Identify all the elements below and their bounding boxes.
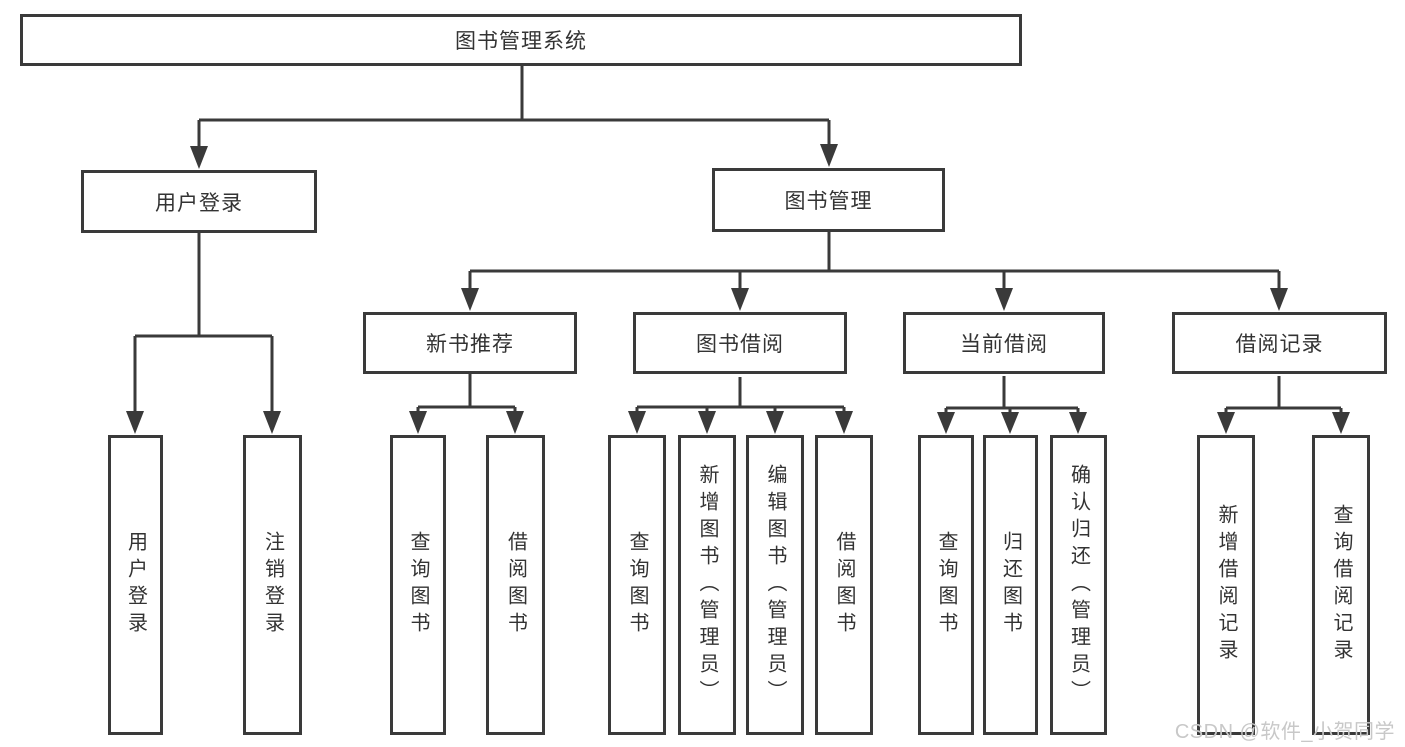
connector-newbooks-to-children — [409, 374, 524, 434]
leaf-user-login: 用户登录 — [108, 435, 163, 735]
leaf-add-borrow-record: 新增借阅记录 — [1197, 435, 1255, 735]
node-root-label: 图书管理系统 — [455, 30, 587, 53]
node-new-book-recommend: 新书推荐 — [363, 312, 577, 374]
leaf-borrow-books-recommend: 借阅图书 — [486, 435, 545, 735]
node-user-login-label: 用户登录 — [155, 191, 243, 215]
leaf-query-books-borrow: 查询图书 — [608, 435, 666, 735]
leaf-return-books: 归还图书 — [983, 435, 1038, 735]
node-book-borrow: 图书借阅 — [633, 312, 847, 374]
leaf-query-books-current: 查询图书 — [918, 435, 974, 735]
node-current-borrow-label: 当前借阅 — [960, 333, 1048, 356]
node-book-management: 图书管理 — [712, 168, 945, 232]
leaf-confirm-return-admin-label: 确认归还（管理员） — [1067, 463, 1090, 707]
leaf-add-books-admin: 新增图书（管理员） — [678, 435, 736, 735]
leaf-add-books-admin-label: 新增图书（管理员） — [696, 463, 718, 707]
leaf-borrow-books-label: 借阅图书 — [833, 531, 855, 639]
leaf-query-books-borrow-label: 查询图书 — [626, 531, 648, 639]
node-borrow-records: 借阅记录 — [1172, 312, 1387, 374]
leaf-borrow-books: 借阅图书 — [815, 435, 873, 735]
leaf-logout-label: 注销登录 — [261, 531, 284, 639]
node-current-borrow: 当前借阅 — [903, 312, 1105, 374]
connector-bookmgmt-to-level2 — [461, 232, 1288, 311]
node-new-book-recommend-label: 新书推荐 — [426, 333, 514, 356]
leaf-borrow-books-recommend-label: 借阅图书 — [504, 531, 527, 639]
node-root: 图书管理系统 — [20, 14, 1022, 66]
leaf-return-books-label: 归还图书 — [999, 531, 1022, 639]
connector-root-to-level1 — [190, 66, 838, 169]
leaf-edit-books-admin-label: 编辑图书（管理员） — [764, 463, 786, 707]
leaf-edit-books-admin: 编辑图书（管理员） — [746, 435, 804, 735]
connector-current-to-children — [937, 376, 1087, 434]
node-book-management-label: 图书管理 — [784, 190, 873, 213]
leaf-query-borrow-record: 查询借阅记录 — [1312, 435, 1370, 735]
connector-borrow-to-children — [628, 377, 853, 434]
node-borrow-records-label: 借阅记录 — [1235, 333, 1324, 356]
leaf-query-books-current-label: 查询图书 — [935, 531, 957, 639]
leaf-add-borrow-record-label: 新增借阅记录 — [1215, 504, 1237, 666]
leaf-user-login-label: 用户登录 — [124, 531, 147, 639]
connector-userlogin-to-children — [126, 233, 281, 434]
node-user-login: 用户登录 — [81, 170, 317, 233]
leaf-query-books-recommend: 查询图书 — [390, 435, 446, 735]
leaf-query-borrow-record-label: 查询借阅记录 — [1330, 504, 1352, 666]
leaf-confirm-return-admin: 确认归还（管理员） — [1050, 435, 1107, 735]
connector-records-to-children — [1217, 376, 1350, 434]
leaf-query-books-recommend-label: 查询图书 — [407, 531, 429, 639]
csdn-watermark: CSDN @软件_小贺同学 — [1174, 721, 1395, 743]
node-book-borrow-label: 图书借阅 — [696, 333, 784, 356]
leaf-logout: 注销登录 — [243, 435, 302, 735]
